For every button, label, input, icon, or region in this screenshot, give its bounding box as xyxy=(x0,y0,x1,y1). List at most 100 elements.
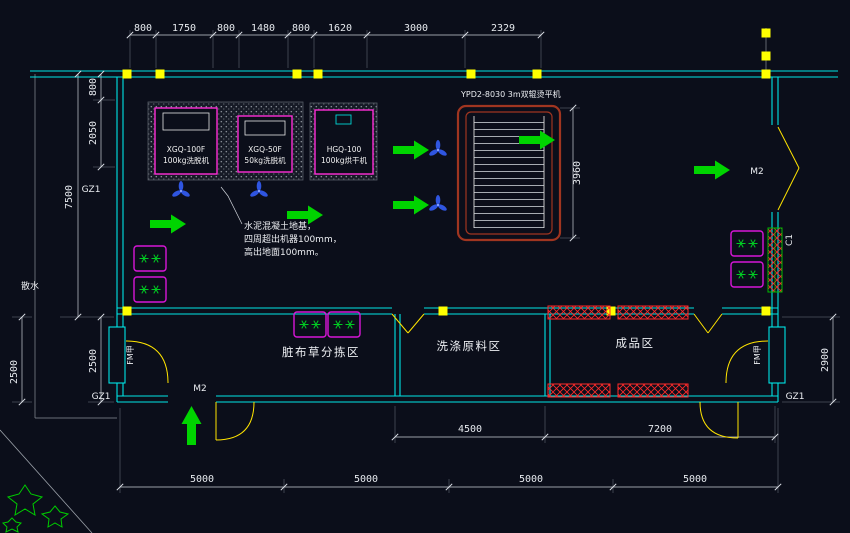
finished-area-tables xyxy=(547,305,689,398)
component-marks: GZ1 GZ1 GZ1 M2 M2 C1 FM甲 FM甲 散水 xyxy=(21,167,804,402)
washer2-model-label: XGQ-50F xyxy=(248,145,282,154)
dim-label: 800 xyxy=(88,78,99,96)
fm-door-mark: FM甲 xyxy=(126,345,135,365)
extension-lines xyxy=(12,30,840,493)
c1-window-mark: C1 xyxy=(785,234,795,246)
fire-door-frame-right xyxy=(768,326,786,384)
table xyxy=(547,383,611,398)
dim-label: 800 xyxy=(217,23,235,34)
linen-cart xyxy=(133,245,167,272)
landscape-plants xyxy=(1,484,70,533)
apron-label: 散水 xyxy=(21,280,39,292)
grid-marker xyxy=(761,28,771,38)
fire-door-frame-left xyxy=(108,326,126,384)
gz1-mark: GZ1 xyxy=(786,392,805,402)
flow-arrows xyxy=(150,130,730,445)
grid-marker xyxy=(532,69,542,79)
door-leaf xyxy=(777,126,800,169)
flatwork-ironer: YPD2-8030 3m双辊烫平机 xyxy=(456,89,562,242)
room-label-sorting: 脏布草分拣区 xyxy=(282,345,360,359)
door-leaf xyxy=(693,313,709,334)
dryer-name-label: 100kg烘干机 xyxy=(321,155,367,165)
flow-arrow-right xyxy=(393,140,429,160)
site-apron-lines xyxy=(0,74,117,533)
dim-label: 2050 xyxy=(88,121,99,145)
plant-shape xyxy=(40,505,70,528)
door-leaf xyxy=(407,313,425,334)
dim-label: 3960 xyxy=(572,161,583,185)
dim-label: 800 xyxy=(134,23,152,34)
flow-arrow-right xyxy=(287,205,323,225)
grid-marker xyxy=(761,306,771,316)
dimension-lines xyxy=(21,34,834,488)
grid-marker xyxy=(761,51,771,61)
washer-extractor-100kg: XGQ-100F 100kg洗脱机 xyxy=(154,107,218,175)
plant-shape xyxy=(1,517,23,533)
room-labels: 脏布草分拣区 洗涤原料区 成品区 xyxy=(282,336,655,359)
flow-arrow-up xyxy=(181,406,202,445)
gz1-mark: GZ1 xyxy=(82,185,101,195)
dim-label: 1480 xyxy=(251,23,275,34)
washer1-name-label: 100kg洗脱机 xyxy=(163,155,209,165)
linen-carts xyxy=(133,230,764,338)
fan-symbol xyxy=(428,140,448,157)
linen-cart xyxy=(293,311,327,338)
door-leaf xyxy=(777,167,800,211)
room-label-raw: 洗涤原料区 xyxy=(437,339,502,353)
linen-cart xyxy=(327,311,361,338)
grid-marker xyxy=(606,306,616,316)
note-line: 水泥混凝土地基， xyxy=(244,220,316,232)
dim-label: 4500 xyxy=(458,424,482,435)
door-leaf xyxy=(391,313,409,334)
door-swing-arc xyxy=(215,401,255,441)
plant-shape xyxy=(6,484,44,516)
dim-label: 2329 xyxy=(491,23,515,34)
washer-extractor-50kg: XGQ-50F 50kg洗脱机 xyxy=(237,115,293,173)
flow-arrow-right xyxy=(694,160,730,180)
dimension-ticks xyxy=(18,31,837,491)
linen-cart xyxy=(133,276,167,303)
door-swing-arc xyxy=(125,340,169,384)
m2-door-mark: M2 xyxy=(193,384,207,394)
washer2-name-label: 50kg洗脱机 xyxy=(244,155,286,165)
dimension-labels: 800 1750 800 1480 800 1620 3000 2329 800… xyxy=(9,23,831,485)
linen-cart xyxy=(730,230,764,257)
grid-marker xyxy=(313,69,323,79)
grid-markers xyxy=(122,28,771,316)
grid-marker xyxy=(466,69,476,79)
grid-marker xyxy=(122,69,132,79)
grid-marker xyxy=(761,69,771,79)
grid-marker xyxy=(438,306,448,316)
dim-label: 7200 xyxy=(648,424,672,435)
dim-label: 5000 xyxy=(683,474,707,485)
fm-door-mark: FM甲 xyxy=(753,345,762,365)
dim-label: 2500 xyxy=(9,360,20,384)
dim-label: 800 xyxy=(292,23,310,34)
room-label-finished: 成品区 xyxy=(616,336,655,350)
dim-label: 1620 xyxy=(328,23,352,34)
grid-marker xyxy=(155,69,165,79)
fan-symbol xyxy=(249,181,269,198)
table xyxy=(617,305,689,320)
washer1-model-label: XGQ-100F xyxy=(167,145,205,154)
flow-arrow-right xyxy=(393,195,429,215)
fan-symbol xyxy=(428,195,448,212)
dim-label: 2500 xyxy=(88,349,99,373)
dim-label: 3000 xyxy=(404,23,428,34)
dim-label: 2900 xyxy=(820,348,831,372)
flow-arrow-right xyxy=(519,130,555,150)
gz1-mark: GZ1 xyxy=(92,392,111,402)
window-c1 xyxy=(767,227,783,293)
dim-label: 5000 xyxy=(354,474,378,485)
dryer-100kg: HGQ-100 100kg烘干机 xyxy=(314,109,374,175)
m2-door-mark: M2 xyxy=(750,167,764,177)
door-symbols xyxy=(125,126,800,441)
door-swing-arc xyxy=(725,340,769,384)
dim-label: 1750 xyxy=(172,23,196,34)
dryer-model-label: HGQ-100 xyxy=(327,145,362,154)
dim-label: 5000 xyxy=(190,474,214,485)
door-leaf xyxy=(707,313,723,334)
table xyxy=(617,383,689,398)
